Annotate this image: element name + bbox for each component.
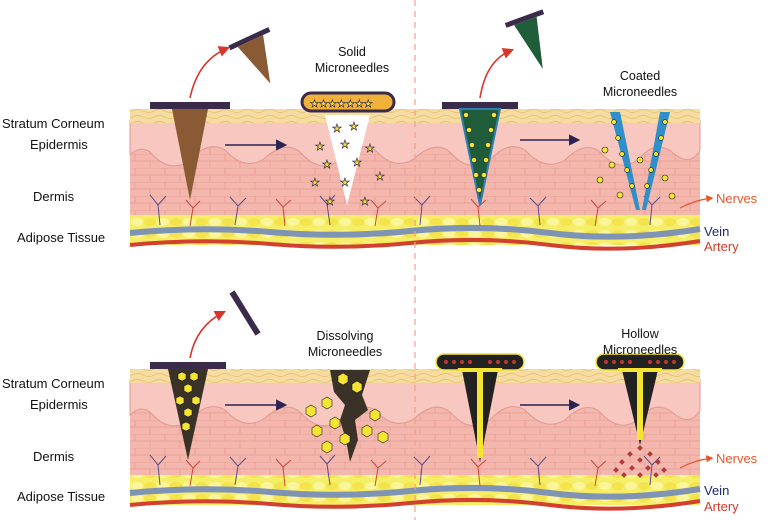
svg-text:★: ★ (349, 121, 359, 133)
top-label-adipose: Adipose Tissue (17, 230, 105, 245)
bottom-red-capillaries (185, 458, 607, 487)
bottom-skin-section (129, 369, 701, 511)
dissolving-removal-arrow (189, 310, 227, 359)
solid-microneedle-panel: ★★★★★★★ ★ ★ ★ ★ ★ ★ ★ ★ ★ ★ ★ ★ Solid Mi… (150, 27, 396, 209)
dissolving-needle-hexagons (175, 371, 201, 432)
dissolving-applicator (150, 362, 226, 369)
svg-text:★: ★ (340, 177, 350, 189)
coated-applicator (442, 102, 518, 109)
hollow-title-line2: Microneedles (603, 343, 677, 357)
svg-text:★: ★ (365, 143, 375, 155)
bottom-epidermis (129, 379, 701, 427)
bottom-artery (129, 497, 701, 511)
solid-patch (300, 91, 396, 113)
svg-text:★: ★ (352, 157, 362, 169)
hollow-bore-left (477, 370, 483, 458)
top-vein (129, 224, 701, 240)
solid-applicator (150, 102, 230, 109)
bottom-nerves-arrow (679, 455, 714, 469)
hollow-reservoir-left (435, 353, 525, 371)
bottom-nerve-branches (149, 454, 661, 486)
dissolving-title-line2: Microneedles (308, 345, 382, 359)
hollow-reservoir-dots-left (444, 360, 516, 364)
svg-text:★: ★ (310, 177, 320, 189)
svg-text:★: ★ (375, 171, 385, 183)
coated-needle (458, 108, 502, 206)
dissolving-residue (330, 370, 370, 462)
bottom-vein (129, 484, 701, 500)
top-label-epidermis: Epidermis (30, 137, 88, 152)
hollow-released-drug (613, 445, 667, 478)
coated-microneedle-panel: Coated Microneedles (442, 9, 677, 210)
dissolving-released-hexagons (305, 372, 389, 454)
coated-title-line2: Microneedles (603, 85, 677, 99)
solid-title-line1: Solid (338, 45, 366, 59)
top-red-capillaries (185, 198, 607, 227)
bottom-label-stratum-corneum: Stratum Corneum (2, 376, 105, 391)
solid-removed-needle (228, 27, 271, 84)
hollow-title-line1: Hollow (621, 327, 659, 341)
solid-removal-arrow (189, 46, 231, 99)
bottom-label-nerves: Nerves (716, 451, 758, 466)
coated-removed-needle (504, 9, 545, 69)
solid-microchannel (325, 115, 370, 205)
top-artery (129, 237, 701, 251)
hollow-bore-bar-right (618, 368, 662, 372)
svg-text:★: ★ (360, 196, 370, 208)
svg-text:★: ★ (340, 139, 350, 151)
solid-needle (172, 109, 208, 200)
svg-text:★★★★★★★: ★★★★★★★ (310, 99, 373, 110)
bottom-label-dermis: Dermis (33, 449, 75, 464)
svg-text:★: ★ (322, 159, 332, 171)
solid-drug-stars: ★★★★★★★ ★ ★ ★ ★ ★ ★ ★ ★ ★ ★ ★ ★ (310, 99, 386, 209)
dissolving-microneedle-panel: Dissolving Microneedles (150, 290, 389, 462)
coated-title-line1: Coated (620, 69, 660, 83)
hollow-reservoir-dots-right (604, 360, 676, 364)
svg-text:★: ★ (325, 196, 335, 208)
bottom-label-artery: Artery (704, 499, 739, 514)
hollow-bore-right (637, 370, 643, 440)
dissolving-title-line1: Dissolving (317, 329, 374, 343)
hollow-bore-bar-left (458, 368, 502, 372)
bottom-label-vein: Vein (704, 483, 729, 498)
svg-text:★: ★ (315, 141, 325, 153)
top-label-nerves: Nerves (716, 191, 758, 206)
coated-removal-arrow (479, 47, 515, 99)
coated-needle-dots (463, 112, 497, 193)
top-label-vein: Vein (704, 224, 729, 239)
top-label-dermis: Dermis (33, 189, 75, 204)
bottom-label-adipose: Adipose Tissue (17, 489, 105, 504)
dissolving-removed-applicator (229, 290, 261, 336)
hollow-microneedle-panel: Hollow Microneedles (435, 327, 685, 478)
top-label-stratum-corneum: Stratum Corneum (2, 116, 105, 131)
top-label-artery: Artery (704, 239, 739, 254)
top-nerves-arrow (679, 195, 714, 209)
coated-released-dots (596, 119, 676, 200)
solid-title-line2: Microneedles (315, 61, 389, 75)
svg-text:★: ★ (332, 123, 342, 135)
bottom-label-epidermis: Epidermis (30, 397, 88, 412)
